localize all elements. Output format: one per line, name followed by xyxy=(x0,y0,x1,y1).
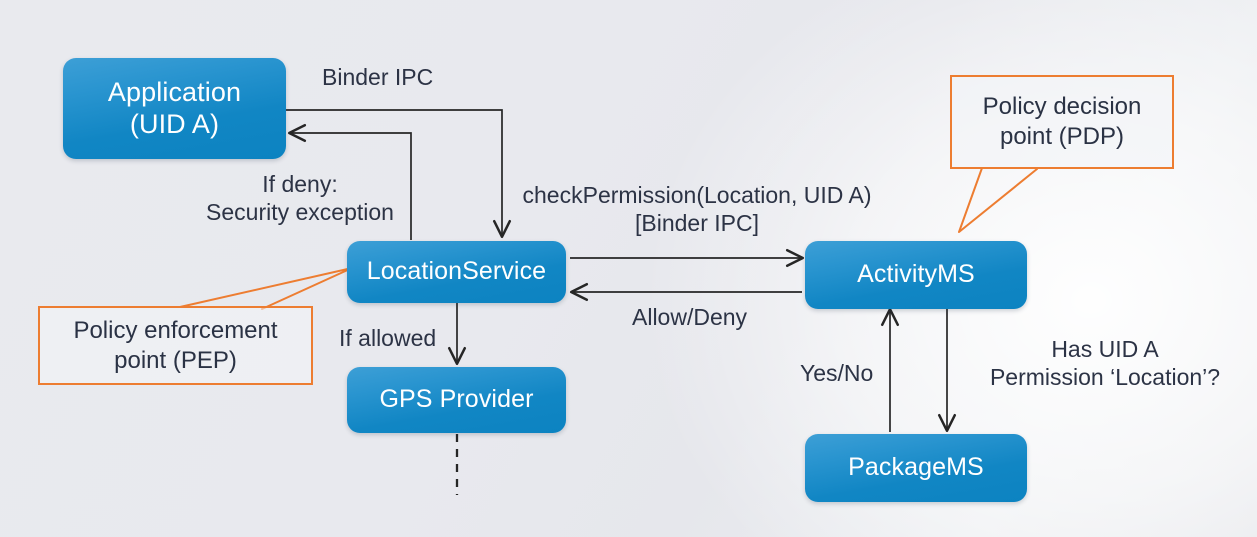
edge-label-check-permission-line1: checkPermission(Location, UID A) xyxy=(522,182,872,208)
callout-pep-line2: point (PEP) xyxy=(114,346,237,374)
callout-policy-enforcement-point[interactable]: Policy enforcement point (PEP) xyxy=(38,306,313,385)
node-gpsprovider-label: GPS Provider xyxy=(379,385,534,414)
edge-label-if-allowed: If allowed xyxy=(339,324,436,352)
node-locationservice-label: LocationService xyxy=(366,257,547,286)
edge-label-check-permission: checkPermission(Location, UID A) [Binder… xyxy=(514,181,880,237)
edge-label-if-deny: If deny: Security exception xyxy=(197,170,403,226)
edge-label-yes-no-line1: Yes/No xyxy=(800,360,874,386)
edge-label-allow-deny: Allow/Deny xyxy=(632,303,747,331)
edge-label-has-permission-line2: Permission ‘Location’? xyxy=(989,364,1221,391)
callout-policy-decision-point[interactable]: Policy decision point (PDP) xyxy=(950,75,1174,169)
edge-label-if-deny-line1: If deny: xyxy=(262,171,338,197)
node-packagems-label: PackageMS xyxy=(848,453,984,482)
connector-application-to-locationservice xyxy=(285,109,512,239)
edge-label-if-allowed-line1: If allowed xyxy=(339,325,437,351)
edge-label-binder-ipc: Binder IPC xyxy=(322,63,433,91)
node-gpsprovider[interactable]: GPS Provider xyxy=(347,367,566,433)
edge-label-has-permission: Has UID A Permission ‘Location’? xyxy=(963,335,1247,391)
node-application-label-line1: Application xyxy=(107,76,242,107)
pdp-callout-tail xyxy=(958,167,1038,233)
node-application[interactable]: Application (UID A) xyxy=(63,58,286,159)
edge-label-binder-ipc-line1: Binder IPC xyxy=(322,64,434,90)
pep-callout-tail xyxy=(179,267,353,310)
node-activityms[interactable]: ActivityMS xyxy=(805,241,1027,309)
node-activityms-label: ActivityMS xyxy=(857,260,975,289)
callout-pep-line1: Policy enforcement xyxy=(73,316,278,344)
connector-locationservice-to-application xyxy=(287,123,412,240)
edge-label-yes-no: Yes/No xyxy=(800,359,873,387)
node-packagems[interactable]: PackageMS xyxy=(805,434,1027,502)
node-locationservice[interactable]: LocationService xyxy=(347,241,566,303)
edge-label-has-permission-line1: Has UID A xyxy=(1051,336,1159,362)
callout-pdp-line1: Policy decision xyxy=(982,93,1142,121)
edge-label-check-permission-line2: [Binder IPC] xyxy=(635,210,759,237)
edge-label-allow-deny-line1: Allow/Deny xyxy=(632,304,748,330)
node-application-label-line2: (UID A) xyxy=(129,108,220,139)
edge-label-if-deny-line2: Security exception xyxy=(206,199,394,226)
callout-pdp-line2: point (PDP) xyxy=(999,123,1125,150)
